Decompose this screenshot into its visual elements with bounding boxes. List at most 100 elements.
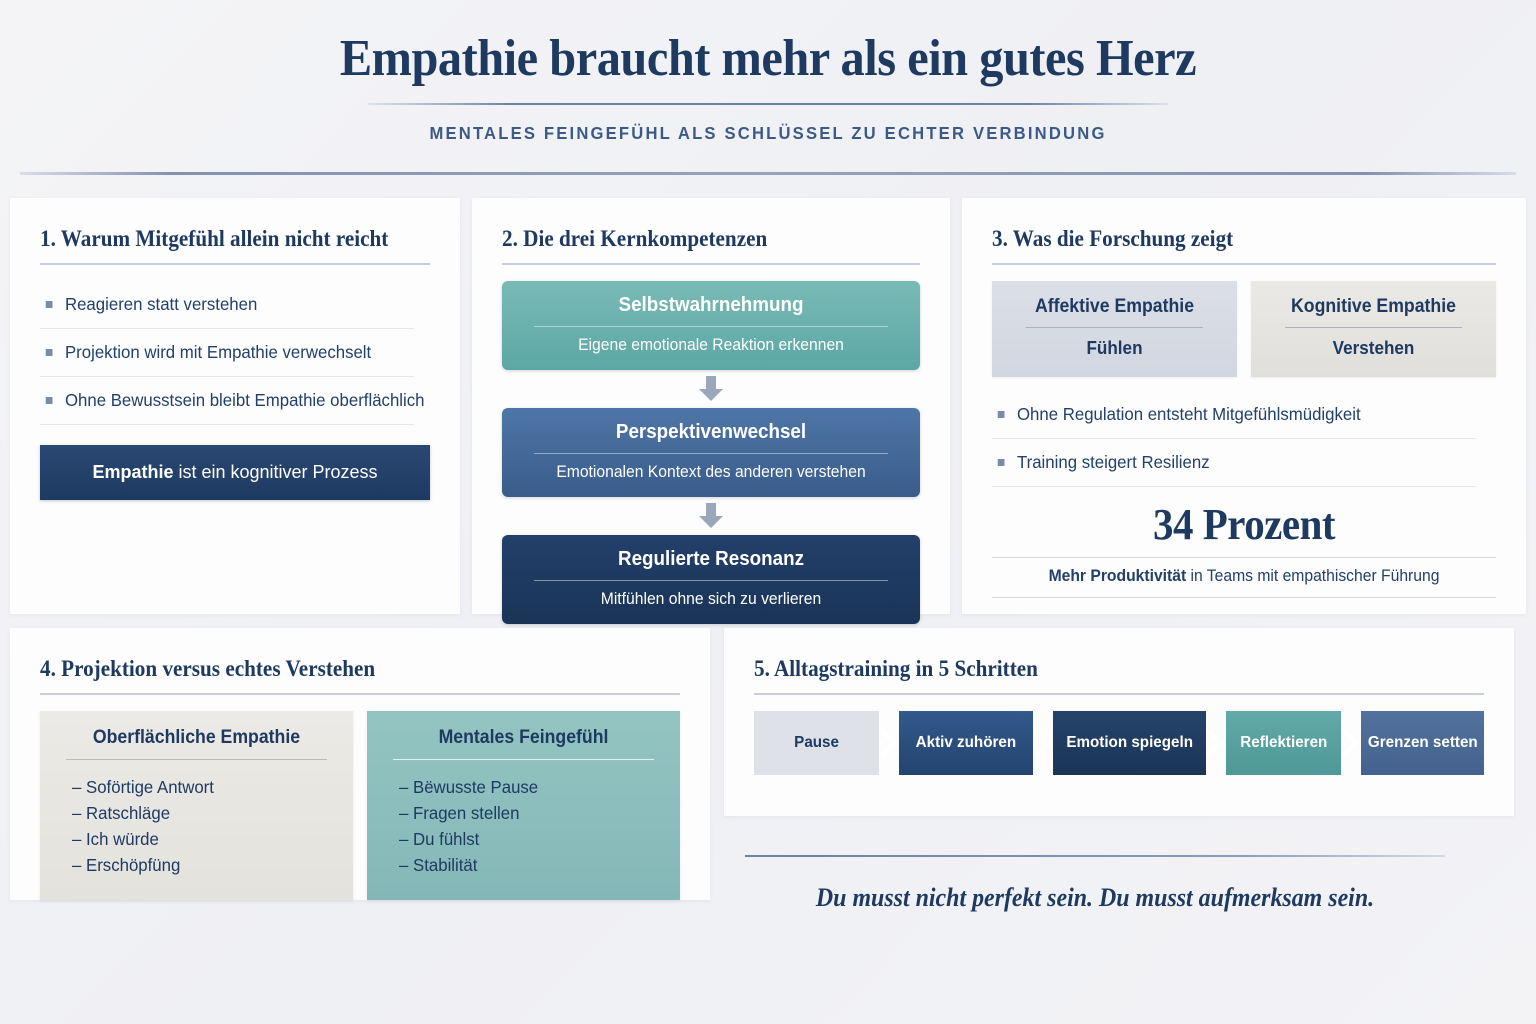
panel-oberflaechliche-empathie: Oberflächliche Empathie – Soförtige Antw…	[40, 710, 353, 900]
bullet-text: Projektion wird mit Empathie verwechselt	[64, 341, 372, 362]
chevron-right-icon	[1206, 711, 1226, 775]
flow-arrow-1	[502, 375, 920, 402]
banner-rest-text: ist ein kognitiver Prozess	[173, 461, 378, 482]
bullet-text: Training steigert Resilienz	[1016, 451, 1210, 472]
card-1-highlight-banner: Empathie ist ein kognitiver Prozess	[40, 444, 430, 500]
footer-quote: Du musst nicht perfekt sein. Du musst au…	[815, 883, 1375, 912]
bullet-text: Ohne Regulation entsteht Mitgefühlsmüdig…	[1016, 403, 1361, 424]
step-label: Aktiv zuhören	[915, 733, 1017, 751]
card-alltagstraining: 5. Alltagstraining in 5 Schritten Pause …	[724, 628, 1514, 816]
flow-step-regulierte-resonanz: Regulierte Resonanz Mitfühlen ohne sich …	[502, 534, 920, 624]
compare-box-kognitive: Kognitive Empathie Verstehen	[1251, 280, 1496, 377]
card-forschung: 3. Was die Forschung zeigt Affektive Emp…	[962, 198, 1526, 614]
step-label: Reflektieren	[1239, 733, 1327, 751]
card-1-title: 1. Warum Mitgefühl allein nicht reicht	[40, 226, 389, 251]
page-title: Empathie braucht mehr als ein gutes Herz	[339, 30, 1197, 87]
stat-number: 34 Prozent	[1152, 499, 1336, 549]
panel-mentales-feingefuehl: Mentales Feingefühl – Bëwusste Pause – F…	[367, 710, 680, 900]
flow-step-sub: Eigene emotionale Reaktion erkennen	[578, 335, 844, 354]
card-1-bullet-list: Reagieren statt verstehen Projektion wir…	[40, 281, 430, 425]
page-subtitle: MENTALES FEINGEFÜHL ALS SCHLÜSSEL ZU ECH…	[429, 123, 1107, 144]
process-step-emotion-spiegeln: Emotion spiegeln	[1052, 710, 1206, 775]
card-kernkompetenzen: 2. Die drei Kernkompetenzen Selbstwahrne…	[472, 198, 950, 624]
stat-caption: Mehr Produktivität in Teams mit empathis…	[1005, 567, 1484, 586]
card-5-title-rule	[754, 693, 1484, 695]
bottom-card-row: 4. Projektion versus echtes Verstehen Ob…	[10, 628, 1526, 900]
list-item: – Du fühlst	[399, 828, 480, 849]
card-3-title-rule	[992, 263, 1496, 265]
footer-divider	[745, 855, 1445, 857]
compare-sub: Verstehen	[1332, 337, 1415, 358]
card-projektion-vs-verstehen: 4. Projektion versus echtes Verstehen Ob…	[10, 628, 710, 900]
empathy-type-comparison: Affektive Empathie Fühlen Kognitive Empa…	[992, 280, 1496, 377]
flow-step-divider	[534, 325, 888, 327]
step-label: Grenzen setten	[1367, 733, 1478, 751]
process-step-grenzen-setten: Grenzen setten	[1360, 710, 1484, 775]
stat-rule-top	[992, 556, 1496, 558]
square-bullet-icon	[997, 458, 1005, 466]
panel-head: Oberflächliche Empathie	[92, 726, 301, 748]
card-4-title-rule	[40, 693, 680, 695]
flow-step-divider	[534, 452, 888, 454]
card-3-bullet-list: Ohne Regulation entsteht Mitgefühlsmüdig…	[992, 391, 1496, 487]
stat-caption-bold: Mehr Produktivität	[1048, 566, 1187, 585]
list-item: – Soförtige Antwort	[72, 776, 214, 797]
compare-rule	[1026, 326, 1203, 328]
process-step-pause: Pause	[754, 710, 880, 775]
list-item: – Ratschläge	[72, 802, 171, 823]
list-item: Ohne Bewusstsein bleibt Empathie oberflä…	[40, 377, 424, 425]
card-warum-mitgefuehl: 1. Warum Mitgefühl allein nicht reicht R…	[10, 198, 460, 614]
chevron-right-icon	[1341, 711, 1361, 775]
flow-step-sub: Mitfühlen ohne sich zu verlieren	[600, 589, 822, 608]
process-step-reflektieren: Reflektieren	[1225, 710, 1341, 775]
panel-head: Mentales Feingefühl	[438, 726, 609, 748]
process-step-aktiv-zuhoeren: Aktiv zuhören	[899, 710, 1033, 775]
compare-sub: Fühlen	[1086, 337, 1143, 358]
footer-quote-block: Du musst nicht perfekt sein. Du musst au…	[745, 855, 1445, 913]
list-item: – Ich würde	[72, 828, 159, 849]
flow-step-selbstwahrnehmung: Selbstwahrnehmung Eigene emotionale Reak…	[502, 280, 920, 370]
panel-rule	[66, 758, 327, 760]
chevron-right-icon	[1033, 711, 1053, 775]
compare-head: Affektive Empathie	[1034, 295, 1195, 317]
chevron-right-icon	[879, 711, 899, 775]
flow-arrow-2	[502, 502, 920, 529]
panel-rule	[393, 758, 654, 760]
list-item: Projektion wird mit Empathie verwechselt	[40, 329, 415, 377]
list-item: – Erschöpfüng	[72, 854, 181, 875]
page-header: Empathie braucht mehr als ein gutes Herz…	[0, 0, 1536, 144]
flow-step-label: Perspektivenwechsel	[615, 420, 807, 443]
step-label: Emotion spiegeln	[1065, 733, 1193, 751]
card-4-title: 4. Projektion versus echtes Verstehen	[40, 656, 376, 681]
flow-step-label: Selbstwahrnehmung	[618, 293, 804, 316]
card-5-title: 5. Alltagstraining in 5 Schritten	[754, 656, 1038, 681]
banner-bold-text: Empathie	[92, 461, 174, 482]
compare-head: Kognitive Empathie	[1291, 295, 1456, 317]
top-card-row: 1. Warum Mitgefühl allein nicht reicht R…	[10, 198, 1526, 624]
card-1-title-rule	[40, 263, 430, 265]
compare-box-affektive: Affektive Empathie Fühlen	[992, 280, 1237, 377]
panel-list: – Bëwusste Pause – Fragen stellen – Du f…	[385, 774, 662, 878]
list-item: Reagieren statt verstehen	[40, 281, 415, 329]
statistic-block: 34 Prozent Mehr Produktivität in Teams m…	[992, 499, 1496, 598]
flow-step-label: Regulierte Resonanz	[618, 547, 804, 570]
flow-step-perspektivenwechsel: Perspektivenwechsel Emotionalen Kontext …	[502, 407, 920, 497]
flow-step-sub: Emotionalen Kontext des anderen verstehe…	[556, 462, 866, 481]
card-2-title-rule	[502, 263, 920, 265]
list-item: – Bëwusste Pause	[399, 776, 539, 797]
compare-rule	[1285, 326, 1462, 328]
square-bullet-icon	[997, 410, 1005, 418]
square-bullet-icon	[45, 396, 53, 404]
bullet-text: Ohne Bewusstsein bleibt Empathie oberflä…	[64, 389, 425, 410]
square-bullet-icon	[45, 348, 53, 356]
stat-caption-rest: in Teams mit empathischer Führung	[1186, 566, 1440, 585]
list-item: – Fragen stellen	[399, 802, 520, 823]
square-bullet-icon	[45, 300, 53, 308]
card-3-title: 3. Was die Forschung zeigt	[992, 226, 1234, 251]
process-steps: Pause Aktiv zuhören Emotion spiegeln	[754, 710, 1484, 775]
bullet-text: Reagieren statt verstehen	[64, 293, 258, 314]
header-divider	[20, 172, 1516, 175]
card-2-title: 2. Die drei Kernkompetenzen	[502, 226, 768, 251]
list-item: Ohne Regulation entsteht Mitgefühlsmüdig…	[992, 391, 1476, 439]
list-item: – Stabilität	[399, 854, 478, 875]
